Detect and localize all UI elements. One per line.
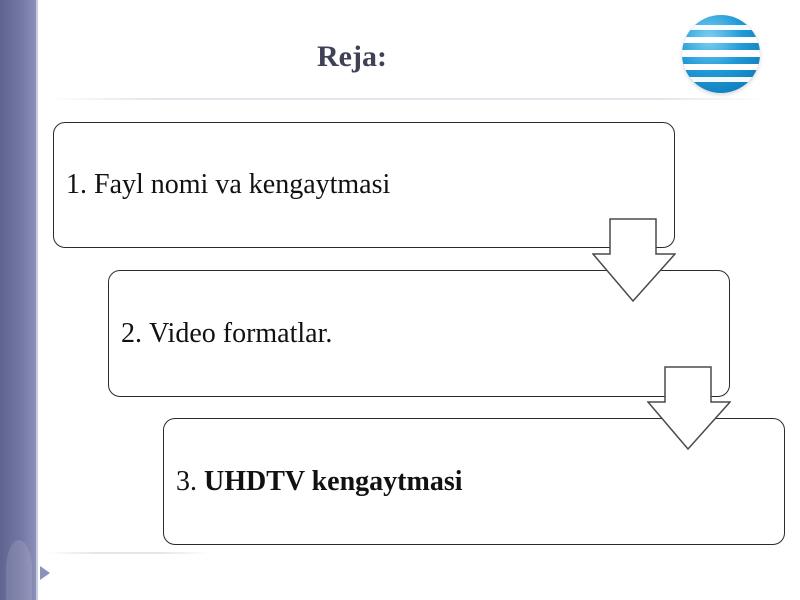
next-slide-arrow-icon[interactable]	[40, 566, 50, 580]
step-number: 3.	[176, 465, 197, 497]
step-box-1: 1. Fayl nomi va kengaytmasi	[53, 122, 675, 248]
step-text: Fayl nomi va kengaytmasi	[94, 169, 391, 200]
step-number: 1.	[66, 169, 87, 200]
globe-logo-icon	[682, 15, 760, 93]
down-arrow-icon	[592, 218, 676, 302]
step-text: Video formatlar.	[149, 317, 333, 349]
left-sidebar-bar	[0, 0, 38, 600]
step-text: UHDTV kengaytmasi	[204, 465, 463, 497]
sidebar-shine	[6, 540, 32, 600]
step-number: 2.	[121, 317, 142, 349]
slide-title: Reja:	[317, 40, 387, 73]
top-divider	[48, 98, 764, 100]
bottom-divider	[48, 552, 208, 554]
down-arrow-icon	[647, 366, 731, 450]
